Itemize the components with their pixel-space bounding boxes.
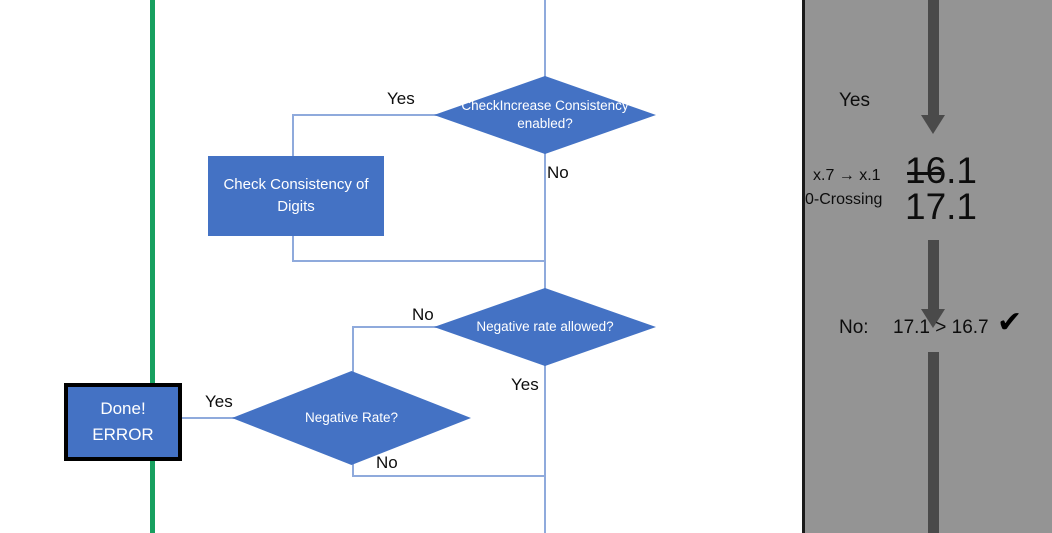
diamond-label: Negative rate allowed? (476, 319, 614, 334)
diamond-negative-rate[interactable]: Negative Rate? (232, 371, 471, 465)
connector-spine-bottom (544, 475, 546, 533)
panel-arrow-1-head (921, 115, 945, 134)
connector-check-increase-yes-v (292, 114, 294, 156)
panel-comparison-label: No: (839, 317, 869, 338)
diamond-check-increase-consistency[interactable]: CheckIncrease Consistency enabled? (434, 76, 656, 154)
connector-neg-rate-no-v (352, 463, 354, 477)
panel-arrow-2-shaft (928, 240, 939, 310)
diamond-label: CheckIncrease Consistency enabled? (461, 98, 629, 131)
diamond-negative-rate-allowed[interactable]: Negative rate allowed? (434, 288, 656, 366)
connector-neg-rate-no-h (352, 475, 546, 477)
strikethrough-bar (907, 171, 941, 175)
diamond-label: Negative Rate? (304, 410, 399, 425)
checkmark-icon: ✔ (997, 305, 1023, 340)
edge-label-check-increase-yes: Yes (387, 89, 415, 108)
edge-label-neg-rate-yes: Yes (205, 392, 233, 411)
edge-label-neg-rate-no: No (376, 453, 398, 472)
connector-spine-mid (544, 260, 546, 290)
process-label: Check Consistency of Digits (223, 176, 369, 215)
panel-comparison-text: 17.1 > 16.7 (893, 317, 989, 338)
edge-label-neg-allowed-yes: Yes (511, 375, 539, 394)
connector-box-exit-v (292, 236, 294, 262)
green-divider-line (150, 0, 155, 533)
panel-yes-label: Yes (839, 90, 870, 111)
connector-neg-allowed-yes (544, 363, 546, 477)
connector-spine-top (544, 0, 546, 78)
terminator-label: Done! ERROR (92, 399, 154, 444)
connector-box-exit-h (292, 260, 546, 262)
connector-neg-rate-yes-h (174, 417, 238, 419)
edge-label-neg-allowed-no: No (412, 305, 434, 324)
connector-check-increase-no (544, 152, 546, 262)
panel-annotation-line-2: 0-Crossing (805, 191, 883, 208)
panel-value-struck-text: 16.1 (905, 152, 977, 190)
process-check-consistency-of-digits[interactable]: Check Consistency of Digits (208, 156, 384, 236)
right-annotation-panel: Yes x.7 → x.1 0-Crossing 16.1 17.1 No: 1… (802, 0, 1052, 533)
edge-label-check-increase-no: No (547, 163, 569, 182)
panel-value-second: 17.1 (905, 186, 978, 227)
connector-check-increase-yes-h (292, 114, 445, 116)
terminator-done-error[interactable]: Done! ERROR (64, 383, 182, 461)
panel-value-struck: 16.1 (905, 152, 977, 190)
panel-arrow-3-shaft (928, 352, 939, 533)
connector-neg-allowed-no-v (352, 326, 354, 374)
panel-arrow-2-head (921, 309, 945, 328)
connector-neg-allowed-no-h (352, 326, 444, 328)
panel-annotation-line-1: x.7 → x.1 (813, 167, 881, 184)
panel-value-struck-chars: 16.1 (905, 150, 978, 191)
panel-arrow-1-shaft (928, 0, 939, 116)
